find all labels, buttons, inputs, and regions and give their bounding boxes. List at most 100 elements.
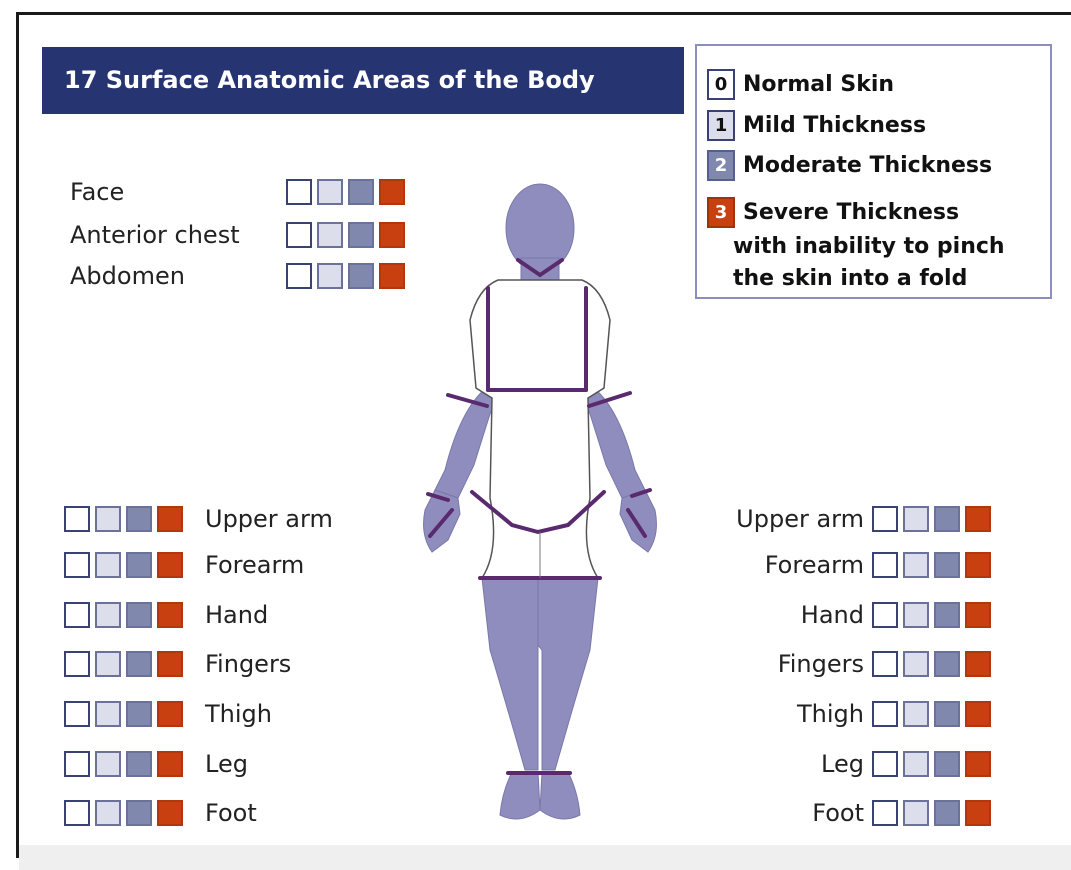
area-label: Foot — [812, 799, 864, 827]
score-box-mild[interactable] — [903, 651, 929, 677]
score-box-moderate[interactable] — [348, 263, 374, 289]
score-checkboxes — [872, 506, 991, 532]
right-foot-shape — [540, 772, 580, 819]
legend-item-normal: 0 Normal Skin — [707, 66, 894, 102]
score-checkboxes — [872, 552, 991, 578]
score-box-mild[interactable] — [903, 506, 929, 532]
score-box-severe[interactable] — [157, 800, 183, 826]
score-box-normal[interactable] — [64, 701, 90, 727]
legend-label: Severe Thickness — [743, 200, 959, 225]
score-box-mild[interactable] — [317, 179, 343, 205]
score-box-moderate[interactable] — [348, 179, 374, 205]
score-box-moderate[interactable] — [126, 751, 152, 777]
area-label: Forearm — [205, 551, 304, 579]
area-label: Hand — [801, 601, 864, 629]
score-box-severe[interactable] — [965, 800, 991, 826]
area-label: Upper arm — [205, 505, 333, 533]
score-box-mild[interactable] — [903, 800, 929, 826]
score-box-moderate[interactable] — [126, 506, 152, 532]
score-box-moderate[interactable] — [126, 800, 152, 826]
score-box-moderate[interactable] — [934, 651, 960, 677]
score-box-severe[interactable] — [965, 552, 991, 578]
score-box-normal[interactable] — [872, 651, 898, 677]
score-box-moderate[interactable] — [934, 701, 960, 727]
score-box-mild[interactable] — [317, 263, 343, 289]
score-box-moderate[interactable] — [348, 222, 374, 248]
score-box-mild[interactable] — [95, 701, 121, 727]
score-box-severe[interactable] — [965, 506, 991, 532]
score-box-mild[interactable] — [903, 602, 929, 628]
score-box-severe[interactable] — [965, 701, 991, 727]
score-box-severe[interactable] — [157, 651, 183, 677]
score-checkboxes — [872, 651, 991, 677]
score-box-normal[interactable] — [872, 800, 898, 826]
score-box-normal[interactable] — [872, 751, 898, 777]
score-box-mild[interactable] — [95, 800, 121, 826]
left-area-row: Upper arm — [64, 505, 333, 533]
left-area-row: Forearm — [64, 551, 304, 579]
score-box-mild[interactable] — [903, 552, 929, 578]
score-box-mild[interactable] — [95, 751, 121, 777]
score-box-mild[interactable] — [95, 552, 121, 578]
score-box-normal[interactable] — [872, 506, 898, 532]
left-area-row: Leg — [64, 750, 248, 778]
severity-legend: 0 Normal Skin 1 Mild Thickness 2 Moderat… — [695, 44, 1052, 299]
area-label: Fingers — [205, 650, 291, 678]
score-box-normal[interactable] — [64, 506, 90, 532]
score-box-moderate[interactable] — [934, 800, 960, 826]
score-box-moderate[interactable] — [934, 751, 960, 777]
score-box-moderate[interactable] — [126, 651, 152, 677]
right-hand-shape — [620, 490, 656, 552]
left-leg-shape — [482, 578, 538, 770]
score-box-normal[interactable] — [64, 552, 90, 578]
score-box-mild[interactable] — [95, 651, 121, 677]
score-box-mild[interactable] — [317, 222, 343, 248]
area-label: Thigh — [205, 700, 272, 728]
score-box-mild[interactable] — [95, 602, 121, 628]
body-outline-figure — [390, 180, 690, 830]
score-box-mild[interactable] — [903, 751, 929, 777]
score-checkboxes — [64, 701, 183, 727]
page-title: 17 Surface Anatomic Areas of the Body — [42, 47, 684, 114]
score-box-moderate[interactable] — [126, 701, 152, 727]
left-area-row: Fingers — [64, 650, 291, 678]
central-area-boxes — [286, 178, 405, 206]
score-box-severe[interactable] — [157, 552, 183, 578]
score-box-moderate[interactable] — [126, 552, 152, 578]
score-box-moderate[interactable] — [934, 552, 960, 578]
score-box-severe[interactable] — [965, 651, 991, 677]
score-box-severe[interactable] — [157, 751, 183, 777]
right-area-row: Fingers — [778, 650, 991, 678]
right-area-row: Forearm — [765, 551, 991, 579]
score-box-normal[interactable] — [286, 263, 312, 289]
score-box-normal[interactable] — [286, 222, 312, 248]
score-box-normal[interactable] — [64, 751, 90, 777]
score-box-severe[interactable] — [965, 751, 991, 777]
score-box-normal[interactable] — [872, 701, 898, 727]
score-box-severe[interactable] — [157, 701, 183, 727]
score-checkboxes — [64, 651, 183, 677]
area-label: Anterior chest — [70, 221, 240, 249]
score-box-moderate[interactable] — [934, 506, 960, 532]
bottom-shade — [19, 845, 1071, 870]
score-box-moderate[interactable] — [934, 602, 960, 628]
score-box-normal[interactable] — [872, 602, 898, 628]
score-box-normal[interactable] — [64, 800, 90, 826]
score-box-severe[interactable] — [157, 506, 183, 532]
right-area-row: Hand — [801, 601, 991, 629]
score-box-mild[interactable] — [903, 701, 929, 727]
score-box-normal[interactable] — [872, 552, 898, 578]
score-box-normal[interactable] — [64, 651, 90, 677]
area-label: Face — [70, 178, 124, 206]
score-box-mild[interactable] — [95, 506, 121, 532]
score-checkboxes — [872, 701, 991, 727]
score-box-normal[interactable] — [286, 179, 312, 205]
left-area-row: Hand — [64, 601, 268, 629]
score-box-severe[interactable] — [965, 602, 991, 628]
score-box-normal[interactable] — [64, 602, 90, 628]
area-label: Leg — [821, 750, 864, 778]
right-area-row: Thigh — [797, 700, 991, 728]
score-box-severe[interactable] — [157, 602, 183, 628]
score-box-moderate[interactable] — [126, 602, 152, 628]
area-label: Fingers — [778, 650, 864, 678]
